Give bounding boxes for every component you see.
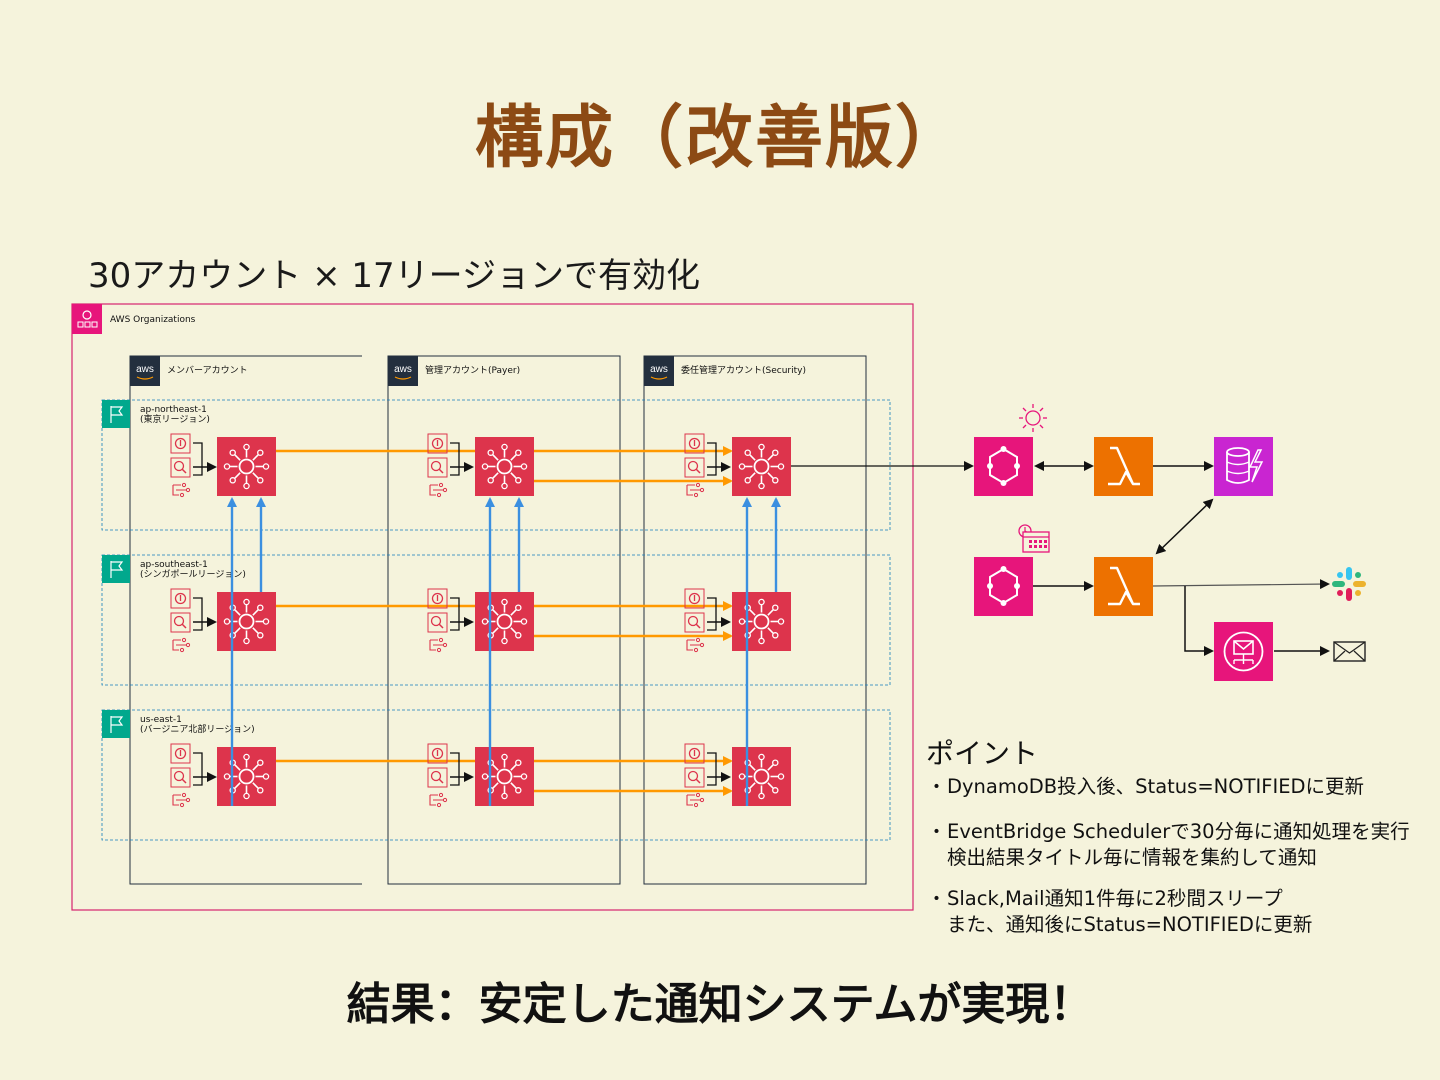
arrow-lambda-sns — [1184, 586, 1214, 656]
source-bracket — [450, 752, 460, 786]
guardduty-icon — [684, 588, 705, 609]
account-column-member: aws メンバーアカウント — [129, 355, 362, 885]
config-icon — [172, 482, 191, 498]
guardduty-icon — [170, 743, 191, 764]
region-description: (東京リージョン) — [140, 413, 210, 425]
region-flag-icon — [102, 555, 130, 583]
security-hub-icon — [732, 747, 791, 806]
bullet: ・ — [926, 820, 947, 843]
inspector-icon — [170, 767, 191, 788]
point-text: EventBridge Schedulerで30分毎に通知処理を実行 — [947, 820, 1410, 843]
svg-text:aws: aws — [136, 364, 154, 375]
region-box-singapore: ap-southeast-1 (シンガポールリージョン) — [101, 554, 891, 686]
bullet: ・ — [926, 887, 947, 910]
region-name: ap-southeast-1 — [140, 560, 208, 570]
config-icon — [686, 482, 705, 498]
guardduty-icon — [427, 433, 448, 454]
organization-boundary — [71, 303, 914, 911]
organizations-icon — [72, 304, 102, 334]
arrow-lambda-slack — [1152, 579, 1330, 590]
point-item: ・EventBridge Schedulerで30分毎に通知処理を実行 検出結果… — [926, 819, 1436, 871]
security-hub-icon — [475, 437, 534, 496]
svg-text:aws: aws — [394, 364, 412, 375]
account-label-member: メンバーアカウント — [167, 365, 248, 376]
config-icon — [429, 482, 448, 498]
config-icon — [172, 637, 191, 653]
region-flag-icon — [102, 400, 130, 428]
source-bracket — [707, 442, 717, 476]
source-bracket — [193, 752, 203, 786]
guardduty-icon — [427, 588, 448, 609]
point-item: ・Slack,Mail通知1件毎に2秒間スリープ また、通知後にStatus=N… — [926, 886, 1436, 938]
region-name: ap-northeast-1 — [140, 405, 207, 415]
source-bracket — [707, 597, 717, 631]
inspector-icon — [427, 457, 448, 478]
region-description: (シンガポールリージョン) — [140, 569, 246, 580]
security-hub-icon — [732, 592, 791, 651]
svg-text:aws: aws — [650, 364, 668, 375]
security-hub-icon — [217, 747, 276, 806]
source-bracket — [450, 597, 460, 631]
region-name: us-east-1 — [140, 715, 182, 725]
slide-subtitle: 30アカウント × 17リージョンで有効化 — [88, 256, 700, 296]
rule-sun-icon — [1019, 404, 1047, 432]
inspector-icon — [684, 612, 705, 633]
points-title: ポイント — [926, 737, 1039, 770]
region-flag-icon — [102, 710, 130, 738]
guardduty-icon — [170, 433, 191, 454]
calendar-icon — [1018, 524, 1050, 553]
region-box-tokyo: ap-northeast-1 (東京リージョン) — [101, 399, 891, 531]
inspector-icon — [170, 457, 191, 478]
inspector-icon — [684, 767, 705, 788]
source-bracket — [193, 442, 203, 476]
point-item: ・DynamoDB投入後、Status=NOTIFIEDに更新 — [926, 774, 1436, 800]
config-icon — [686, 637, 705, 653]
sns-icon — [1214, 622, 1273, 681]
security-hub-icon — [475, 592, 534, 651]
account-label-security: 委任管理アカウント(Security) — [681, 364, 806, 376]
inspector-icon — [170, 612, 191, 633]
organization-label: AWS Organizations — [110, 315, 196, 325]
account-label-payer: 管理アカウント(Payer) — [425, 364, 520, 376]
dynamodb-icon — [1214, 437, 1273, 496]
security-hub-icon — [732, 437, 791, 496]
point-text: Slack,Mail通知1件毎に2秒間スリープ — [947, 887, 1283, 910]
source-bracket — [707, 752, 717, 786]
result-statement: 結果：安定した通知システムが実現！ — [346, 979, 1094, 1030]
config-icon — [429, 792, 448, 808]
point-text-line2: また、通知後にStatus=NOTIFIEDに更新 — [947, 913, 1313, 936]
region-description: (バージニア北部リージョン) — [140, 723, 255, 735]
config-icon — [172, 792, 191, 808]
security-hub-icon — [217, 592, 276, 651]
point-text: DynamoDB投入後、Status=NOTIFIEDに更新 — [947, 775, 1365, 798]
config-icon — [429, 637, 448, 653]
source-bracket — [193, 597, 203, 631]
lambda-icon — [1094, 557, 1153, 616]
mail-icon — [1333, 641, 1366, 662]
slack-icon — [1332, 567, 1366, 601]
guardduty-icon — [684, 743, 705, 764]
inspector-icon — [684, 457, 705, 478]
arrow-lambda-dynamodb-bidirectional — [1155, 498, 1214, 555]
slide-title: 構成（改善版） — [474, 99, 965, 178]
guardduty-icon — [427, 743, 448, 764]
guardduty-icon — [170, 588, 191, 609]
source-bracket — [450, 442, 460, 476]
config-icon — [686, 792, 705, 808]
account-column-payer: aws 管理アカウント(Payer) — [387, 355, 621, 885]
points-panel: ポイント ・DynamoDB投入後、Status=NOTIFIEDに更新 ・Ev… — [926, 732, 1436, 938]
account-column-security: aws 委任管理アカウント(Security) — [643, 355, 867, 885]
security-hub-icon — [475, 747, 534, 806]
inspector-icon — [427, 767, 448, 788]
eventbridge-icon — [974, 437, 1033, 496]
inspector-icon — [427, 612, 448, 633]
bullet: ・ — [926, 775, 947, 798]
security-hub-icon — [217, 437, 276, 496]
region-box-virginia: us-east-1 (バージニア北部リージョン) — [101, 709, 891, 841]
guardduty-icon — [684, 433, 705, 454]
point-text-line2: 検出結果タイトル毎に情報を集約して通知 — [947, 846, 1317, 869]
lambda-icon — [1094, 437, 1153, 496]
eventbridge-scheduler-icon — [974, 557, 1033, 616]
